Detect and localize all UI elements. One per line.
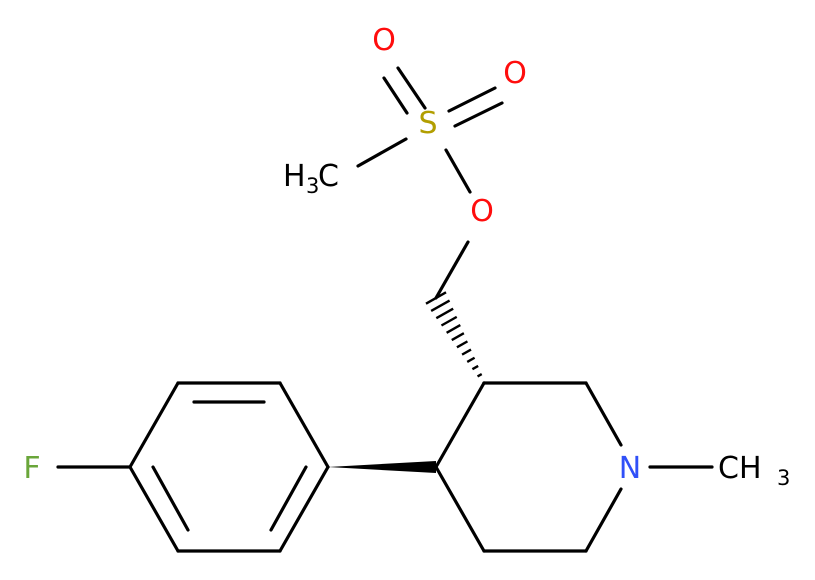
bond — [128, 465, 180, 553]
hash-stroke — [430, 299, 451, 312]
bond — [584, 381, 623, 447]
bond — [453, 101, 504, 128]
bond — [434, 381, 486, 469]
hash-stroke — [471, 364, 479, 371]
wedge-bond — [328, 461, 436, 473]
nitrogen-atom: N — [619, 451, 641, 486]
methyl-subscript: 3 — [777, 466, 790, 490]
hash-stroke — [466, 356, 476, 363]
sulfur-atom: S — [418, 106, 437, 141]
bond — [396, 66, 427, 110]
hash-stroke — [446, 323, 461, 334]
hash-stroke — [461, 348, 472, 356]
methyl-c: C — [318, 159, 339, 194]
methyl-group-right: CH 3 — [718, 451, 790, 490]
methyl-group-left: H 3 C — [283, 159, 339, 198]
bond — [128, 381, 180, 469]
hashed-wedge-bond — [425, 291, 486, 385]
oxygen-atom-1: O — [372, 23, 396, 58]
bond — [584, 487, 623, 553]
bond — [269, 465, 308, 532]
hash-stroke — [456, 340, 469, 349]
benzene-ring — [128, 381, 330, 553]
bond — [444, 148, 472, 194]
hash-stroke — [451, 332, 465, 342]
methyl-ch: CH — [718, 451, 762, 486]
hash-stroke — [476, 373, 483, 378]
hash-stroke — [435, 307, 454, 320]
methyl-h: H — [283, 159, 306, 194]
bond — [356, 137, 408, 168]
oxygen-atom-3: O — [470, 194, 494, 229]
bond — [151, 465, 190, 532]
bond — [382, 76, 409, 115]
bond — [434, 240, 470, 300]
hash-stroke — [440, 315, 458, 327]
bond — [278, 465, 330, 553]
oxygen-atom-2: O — [503, 56, 527, 91]
methyl-subscript: 3 — [306, 174, 319, 198]
fluorine-atom: F — [23, 451, 40, 486]
bond — [447, 86, 497, 113]
bond — [434, 465, 486, 553]
hash-stroke — [482, 381, 486, 385]
piperidine-ring — [434, 381, 623, 553]
bond — [278, 381, 330, 469]
